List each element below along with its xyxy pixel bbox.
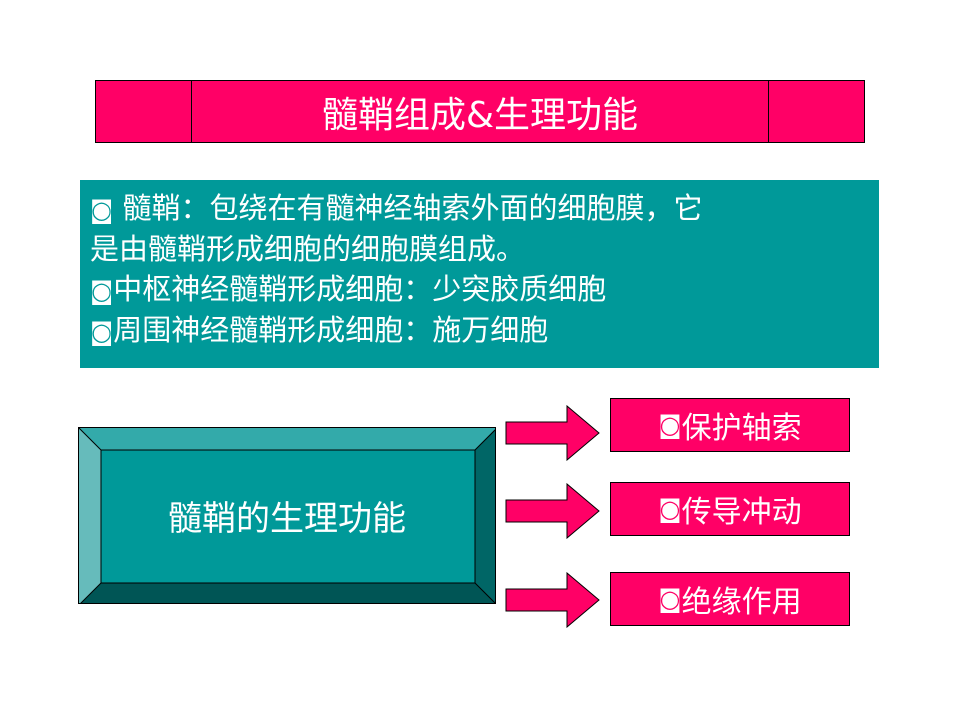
title-left-cell bbox=[96, 81, 192, 142]
arrow-right-icon bbox=[505, 405, 600, 461]
function-label: 绝缘作用 bbox=[681, 585, 802, 620]
definition-line-1: ◙ 髓鞘：包绕在有髓神经轴索外面的细胞膜，它 bbox=[90, 188, 869, 229]
function-source-box: 髓鞘的生理功能 bbox=[78, 427, 496, 604]
function-label: 保护轴索 bbox=[681, 411, 802, 446]
arrow-right-icon bbox=[505, 483, 600, 539]
function-source-label: 髓鞘的生理功能 bbox=[168, 499, 406, 539]
bullet-icon: ◙ bbox=[90, 277, 114, 306]
function-insulation: ◙ 绝缘作用 bbox=[610, 572, 850, 626]
bullet-icon: ◙ bbox=[90, 196, 114, 224]
definition-text-3: 中枢神经髓鞘形成细胞：少突胶质细胞 bbox=[113, 272, 607, 307]
definition-box: ◙ 髓鞘：包绕在有髓神经轴索外面的细胞膜，它 是由髓鞘形成细胞的细胞膜组成。 ◙… bbox=[80, 180, 879, 368]
bevel-frame bbox=[79, 428, 495, 603]
function-label: 传导冲动 bbox=[681, 495, 802, 530]
bullet-icon: ◙ bbox=[658, 411, 682, 439]
definition-line-4: ◙周围神经髓鞘形成细胞：施万细胞 bbox=[90, 310, 869, 351]
bullet-icon: ◙ bbox=[658, 495, 682, 523]
definition-line-2: 是由髓鞘形成细胞的细胞膜组成。 bbox=[90, 231, 526, 266]
arrow-right-icon bbox=[505, 572, 600, 628]
definition-line-3: ◙中枢神经髓鞘形成细胞：少突胶质细胞 bbox=[90, 269, 869, 310]
definition-text-4: 周围神经髓鞘形成细胞：施万细胞 bbox=[113, 312, 549, 347]
function-protect-axon: ◙ 保护轴索 bbox=[610, 398, 850, 452]
title-right-cell bbox=[768, 81, 864, 142]
page-title: 髓鞘组成&生理功能 bbox=[321, 94, 639, 136]
bullet-icon: ◙ bbox=[90, 317, 114, 346]
bullet-icon: ◙ bbox=[658, 585, 682, 613]
function-conduct-impulse: ◙ 传导冲动 bbox=[610, 482, 850, 536]
title-bar: 髓鞘组成&生理功能 bbox=[95, 80, 865, 143]
definition-text-1: 髓鞘：包绕在有髓神经轴索外面的细胞膜，它 bbox=[113, 191, 703, 225]
